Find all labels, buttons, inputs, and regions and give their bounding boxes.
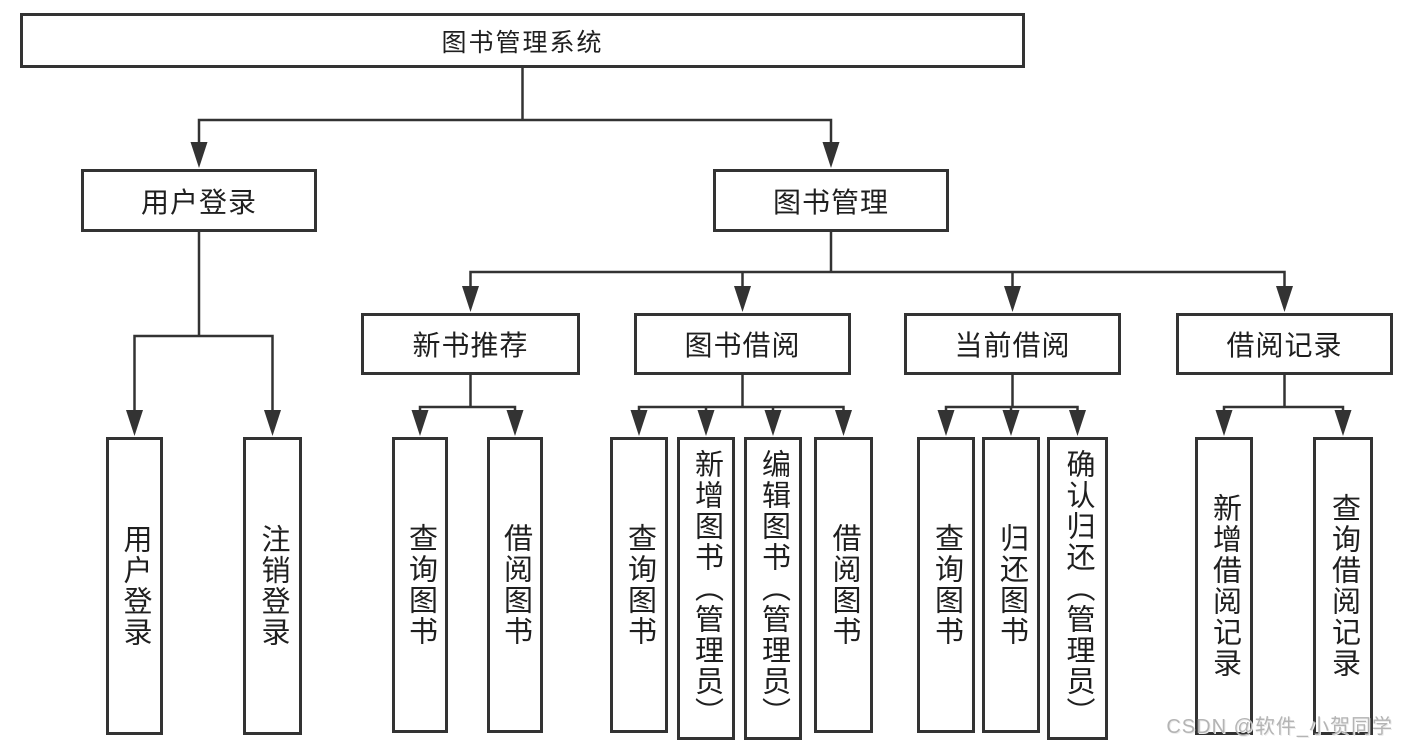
node-user-login-label: 用户登录 <box>140 186 257 218</box>
connector-borrowing-to-leaves <box>630 374 852 436</box>
leaf-query-books-borrowing-label: 查询图书 <box>623 523 656 647</box>
node-new-book-recommend-label: 新书推荐 <box>412 330 529 361</box>
leaf-confirm-return-admin: 确认归还（管理员） <box>1047 437 1108 740</box>
leaf-borrow-books-recommend: 借阅图书 <box>487 437 543 733</box>
leaf-borrow-books-label: 借阅图书 <box>828 523 860 647</box>
leaf-add-borrow-record-label: 新增借阅记录 <box>1208 493 1241 679</box>
leaf-return-book: 归还图书 <box>982 437 1040 733</box>
leaf-confirm-return-admin-label: 确认归还（管理员） <box>1062 449 1094 728</box>
leaf-return-book-label: 归还图书 <box>995 523 1028 647</box>
connector-root-to-level2 <box>190 68 840 168</box>
connector-book-mgmt-to-level3 <box>462 231 1293 312</box>
node-borrow-records: 借阅记录 <box>1176 313 1393 375</box>
leaf-edit-book-admin: 编辑图书（管理员） <box>744 437 802 740</box>
leaf-query-borrow-record: 查询借阅记录 <box>1313 437 1373 735</box>
node-root-label: 图书管理系统 <box>441 28 604 57</box>
node-user-login: 用户登录 <box>81 169 317 232</box>
leaf-add-borrow-record: 新增借阅记录 <box>1195 437 1253 735</box>
leaf-logout-label: 注销登录 <box>257 524 289 648</box>
leaf-user-login: 用户登录 <box>106 437 163 735</box>
leaf-query-books-borrowing: 查询图书 <box>610 437 668 733</box>
node-book-borrowing-label: 图书借阅 <box>684 330 801 361</box>
leaf-add-book-admin-label: 新增图书（管理员） <box>690 449 723 728</box>
node-book-management-label: 图书管理 <box>772 186 889 218</box>
node-current-borrowing: 当前借阅 <box>904 313 1121 375</box>
leaf-query-books-current-label: 查询图书 <box>930 523 963 647</box>
leaf-query-books-recommend-label: 查询图书 <box>404 523 437 647</box>
watermark-text: CSDN @软件_小贺同学 <box>1166 716 1393 738</box>
leaf-user-login-label: 用户登录 <box>119 524 151 648</box>
connector-records-to-leaves <box>1215 374 1352 436</box>
connector-recommend-to-leaves <box>411 374 524 436</box>
leaf-query-borrow-record-label: 查询借阅记录 <box>1327 493 1360 679</box>
node-root: 图书管理系统 <box>20 13 1025 68</box>
node-book-management: 图书管理 <box>713 169 949 232</box>
leaf-query-books-current: 查询图书 <box>917 437 975 733</box>
connector-current-to-leaves <box>937 374 1086 436</box>
leaf-add-book-admin: 新增图书（管理员） <box>677 437 735 740</box>
node-borrow-records-label: 借阅记录 <box>1226 330 1343 361</box>
leaf-edit-book-admin-label: 编辑图书（管理员） <box>757 449 790 728</box>
leaf-query-books-recommend: 查询图书 <box>392 437 448 733</box>
leaf-logout: 注销登录 <box>243 437 302 735</box>
leaf-borrow-books-recommend-label: 借阅图书 <box>499 523 532 647</box>
leaf-borrow-books: 借阅图书 <box>814 437 873 733</box>
node-current-borrowing-label: 当前借阅 <box>954 330 1071 361</box>
connector-user-login-to-leaves <box>126 231 281 436</box>
node-new-book-recommend: 新书推荐 <box>361 313 580 375</box>
node-book-borrowing: 图书借阅 <box>634 313 851 375</box>
